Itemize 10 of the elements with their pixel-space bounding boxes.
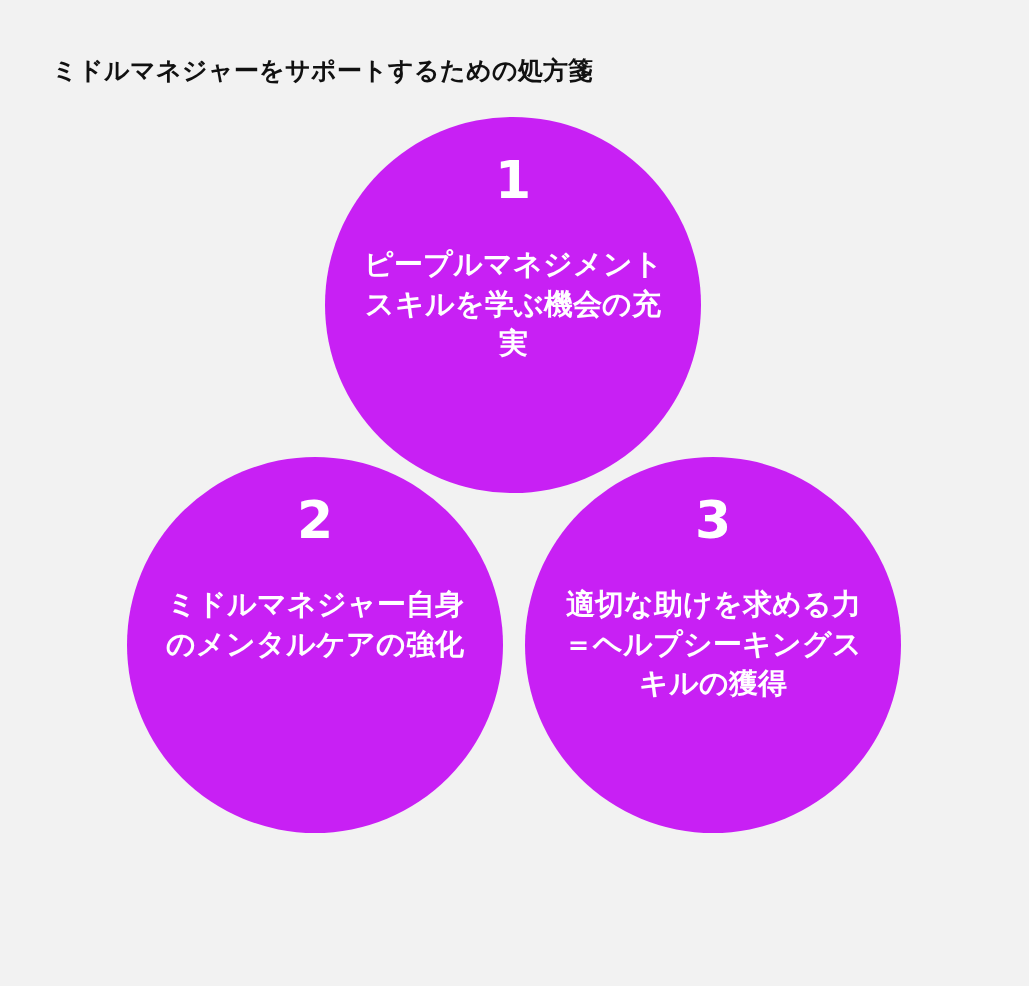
step-text: ミドルマネジャー自身のメンタルケアの強化: [165, 586, 465, 663]
step-number: 2: [296, 489, 334, 552]
diagram-title: ミドルマネジャーをサポートするための処方箋: [52, 55, 593, 87]
circle-node: [525, 457, 901, 833]
step-number: 3: [694, 489, 732, 552]
step-text: 適切な助けを求める力＝ヘルプシーキングスキルの獲得: [563, 586, 863, 703]
step-text: ピープルマネジメントスキルを学ぶ機会の充実: [363, 246, 663, 363]
step-number: 1: [494, 149, 532, 212]
circle-node: [127, 457, 503, 833]
circle-node: [325, 117, 701, 493]
